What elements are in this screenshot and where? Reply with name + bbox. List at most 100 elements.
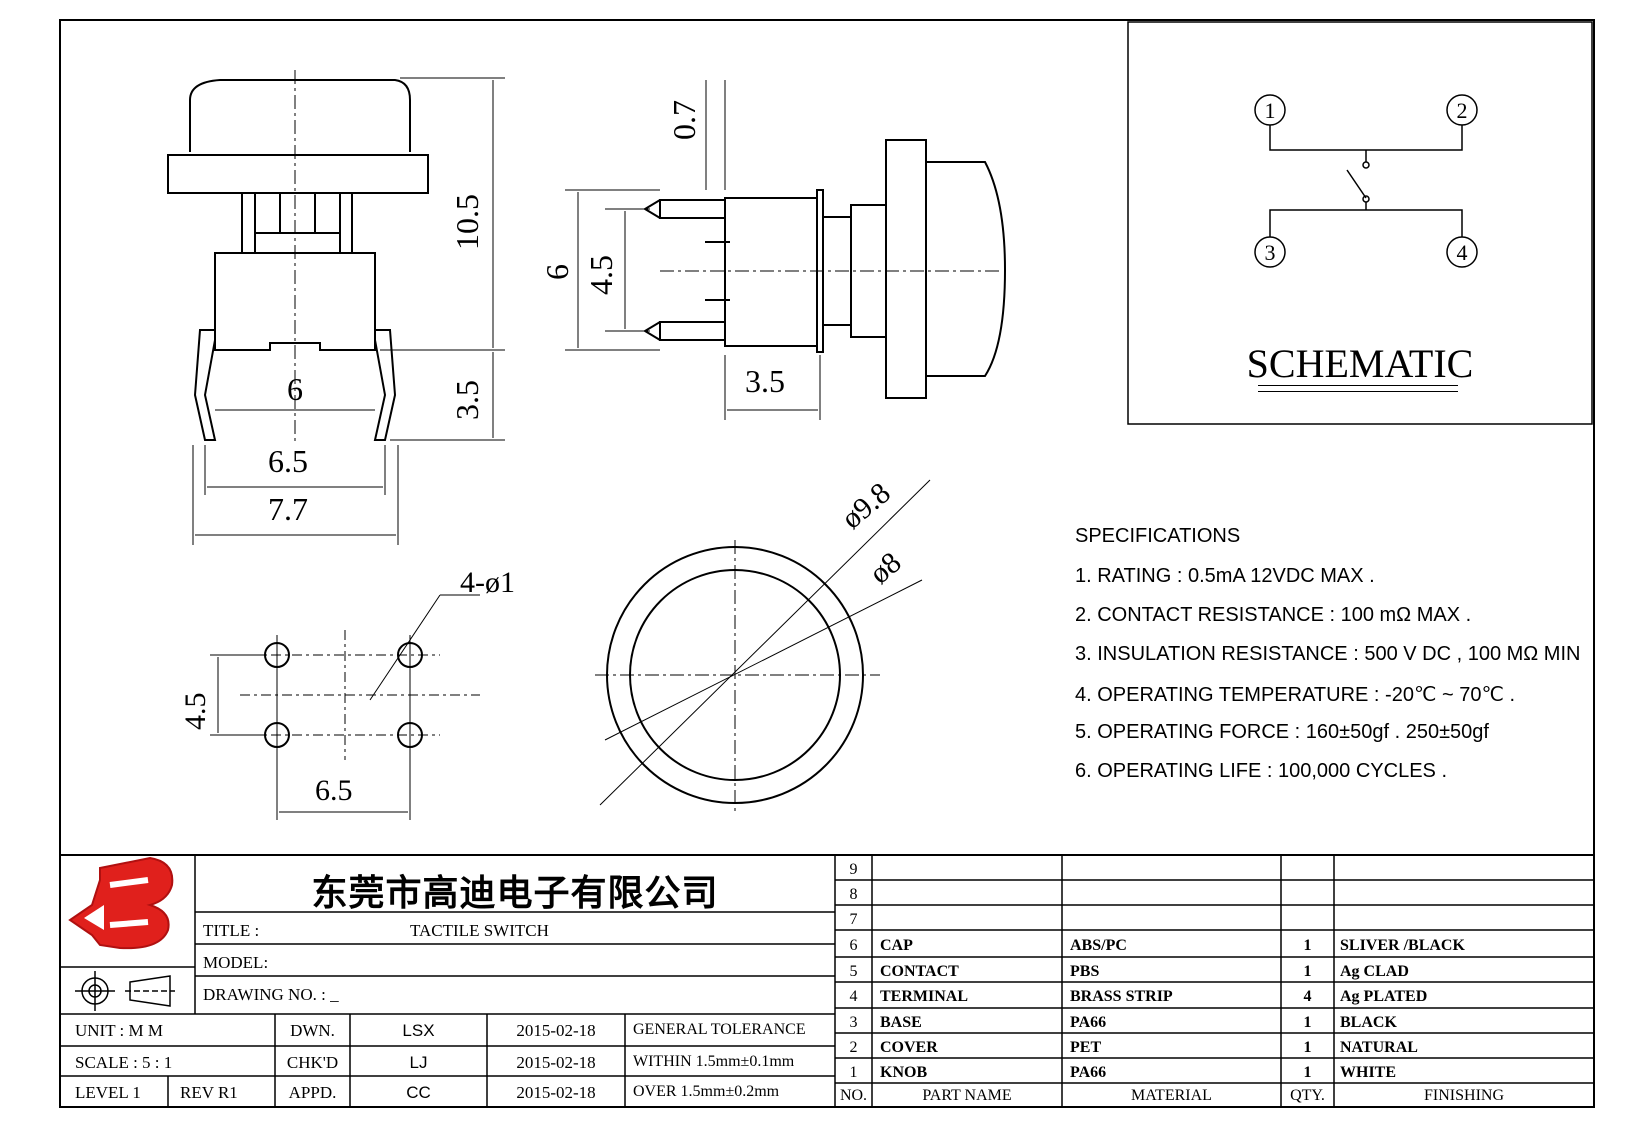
title-label: TITLE : xyxy=(203,921,260,940)
spec-item: 2. CONTACT RESISTANCE : 100 mΩ MAX . xyxy=(1075,604,1472,626)
bom-cell-material: PBS xyxy=(1070,963,1100,980)
drawing-no-label: DRAWING NO. : _ xyxy=(203,985,339,1004)
tolerance-within: WITHIN 1.5mm±0.1mm xyxy=(633,1053,795,1070)
specifications-heading: SPECIFICATIONS xyxy=(1075,525,1241,547)
dim-side-pin-spacing: 4.5 xyxy=(583,255,619,295)
spec-item: 5. OPERATING FORCE : 160±50gf . 250±50gf xyxy=(1075,721,1489,743)
unit-label: UNIT : M M xyxy=(75,1021,163,1040)
bom-cell-no: 4 xyxy=(849,988,858,1005)
bom-cell-part: BASE xyxy=(880,1014,922,1031)
dwn-date: 2015-02-18 xyxy=(516,1021,596,1040)
pin-2-label: 2 xyxy=(1457,98,1468,123)
dim-front-height: 10.5 xyxy=(449,194,485,250)
bom-cell-no: 1 xyxy=(849,1064,858,1081)
bom-cell-material: PA66 xyxy=(1070,1064,1107,1081)
bom-cell-qty: 1 xyxy=(1303,963,1312,980)
chkd-person: LJ xyxy=(409,1053,428,1072)
dim-holes-horizontal: 6.5 xyxy=(315,774,353,807)
specifications: SPECIFICATIONS 1. RATING : 0.5mA 12VDC M… xyxy=(1075,525,1615,799)
bom-header-part: PART NAME xyxy=(922,1087,1012,1104)
appd-person: CC xyxy=(406,1083,431,1102)
bom-header-material: MATERIAL xyxy=(1131,1087,1212,1104)
dwn-label: DWN. xyxy=(290,1021,335,1040)
dim-front-lead-spacing: 6.5 xyxy=(268,443,308,479)
front-dim-labels: 10.5 3.5 6 6.5 7.7 xyxy=(268,194,485,527)
tolerance-general: GENERAL TOLERANCE xyxy=(633,1021,806,1038)
company-logo xyxy=(68,856,174,950)
bom-cell-finishing: BLACK xyxy=(1340,1014,1397,1031)
bom-cell-part: TERMINAL xyxy=(880,988,969,1005)
bom-cell-no: 2 xyxy=(849,1039,858,1056)
level-label: LEVEL 1 xyxy=(75,1083,141,1102)
bom-cell-material: BRASS STRIP xyxy=(1070,988,1173,1005)
bom-cell-no: 7 xyxy=(849,911,858,928)
schematic-title-underline xyxy=(1258,385,1458,392)
bom-cell-no: 6 xyxy=(849,937,858,954)
bom-cell-part: KNOB xyxy=(880,1064,928,1081)
bom-cell-no: 5 xyxy=(849,963,858,980)
scale-label: SCALE : 5 : 1 xyxy=(75,1053,173,1072)
dim-side-top: 0.7 xyxy=(666,100,702,140)
projection-symbol xyxy=(75,971,175,1011)
dim-side-depth: 3.5 xyxy=(745,363,785,399)
schematic-box xyxy=(1127,21,1593,425)
bom-cell-qty: 1 xyxy=(1303,937,1312,954)
bom-cell-no: 9 xyxy=(849,861,858,878)
dim-front-body-width: 6 xyxy=(287,371,303,407)
dim-front-lead: 3.5 xyxy=(449,380,485,420)
bom-cell-finishing: NATURAL xyxy=(1340,1039,1418,1056)
hole-dim-labels: 4-ø1 4.5 6.5 xyxy=(179,566,515,807)
side-view xyxy=(643,139,1007,399)
bom-cell-finishing: Ag PLATED xyxy=(1340,988,1428,1005)
bom-cell-finishing: WHITE xyxy=(1340,1064,1397,1081)
dim-front-total-width: 7.7 xyxy=(268,491,308,527)
bom-cell-qty: 1 xyxy=(1303,1039,1312,1056)
bom-cell-part: COVER xyxy=(880,1039,938,1056)
dim-cap-outer: ø9.8 xyxy=(835,476,896,535)
chkd-date: 2015-02-18 xyxy=(516,1053,596,1072)
model-label: MODEL: xyxy=(203,953,269,972)
bom-cell-part: CONTACT xyxy=(880,963,959,980)
bom-cell-qty: 1 xyxy=(1303,1064,1312,1081)
dim-holes-label: 4-ø1 xyxy=(460,566,515,599)
bom-cell-qty: 1 xyxy=(1303,1014,1312,1031)
dwn-person: LSX xyxy=(402,1021,435,1040)
tolerance-over: OVER 1.5mm±0.2mm xyxy=(633,1083,780,1100)
front-view xyxy=(167,79,429,441)
appd-date: 2015-02-18 xyxy=(516,1083,596,1102)
bom-cell-material: PA66 xyxy=(1070,1014,1107,1031)
pin-3-label: 3 xyxy=(1265,240,1276,265)
cap-dim-labels: ø9.8 ø8 xyxy=(835,476,907,590)
schematic-pins: 1 2 3 4 xyxy=(1265,98,1468,265)
bom-cell-no: 8 xyxy=(849,886,858,903)
bom-cell-part: CAP xyxy=(880,937,913,954)
bom-cell-finishing: SLIVER /BLACK xyxy=(1340,937,1465,954)
pin-1-label: 1 xyxy=(1265,98,1276,123)
title-block-grid xyxy=(60,855,1594,1107)
drawing-frame xyxy=(59,19,1595,1108)
bom-cell-no: 3 xyxy=(849,1014,858,1031)
dim-holes-vertical: 4.5 xyxy=(179,693,212,731)
rev-label: REV R1 xyxy=(180,1083,238,1102)
appd-label: APPD. xyxy=(288,1083,337,1102)
bom-header-finishing: FINISHING xyxy=(1424,1087,1504,1104)
bom-cell-material: PET xyxy=(1070,1039,1102,1056)
spec-item: 3. INSULATION RESISTANCE : 500 V DC , 10… xyxy=(1075,643,1581,665)
dim-side-height: 6 xyxy=(539,264,575,280)
dim-cap-inner: ø8 xyxy=(863,546,907,591)
title-value: TACTILE SWITCH xyxy=(410,921,549,940)
bom-header-no: NO. xyxy=(839,1087,868,1104)
schematic-title: SCHEMATIC xyxy=(1246,341,1474,386)
bom-cell-qty: 4 xyxy=(1303,988,1312,1005)
side-dimensions xyxy=(565,80,1000,420)
company-name: 东莞市高迪电子有限公司 xyxy=(311,873,719,914)
spec-item: 4. OPERATING TEMPERATURE : -20℃ ~ 70℃ . xyxy=(1075,684,1516,706)
bom-cell-material: ABS/PC xyxy=(1070,937,1127,954)
spec-item: 6. OPERATING LIFE : 100,000 CYCLES . xyxy=(1075,760,1448,782)
pin-4-label: 4 xyxy=(1457,240,1468,265)
chkd-label: CHK'D xyxy=(286,1053,339,1072)
front-dimensions xyxy=(192,70,505,545)
bom-cell-finishing: Ag CLAD xyxy=(1340,963,1409,980)
spec-item: 1. RATING : 0.5mA 12VDC MAX . xyxy=(1075,565,1375,587)
